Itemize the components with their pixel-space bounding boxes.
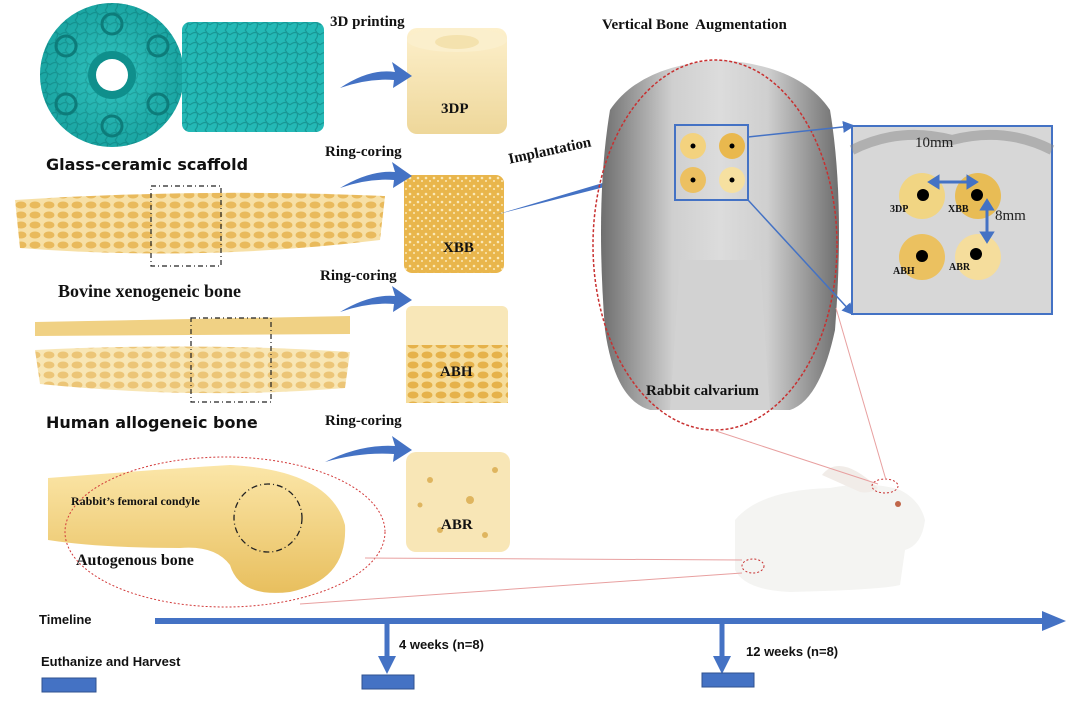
inset-label-3dp: 3DP: [890, 204, 909, 215]
timepoint-4-weeks: 4 weeks (n=8): [399, 637, 484, 652]
connector-lines: [299, 307, 887, 605]
label-human-allogeneic-bone: Human allogeneic bone: [46, 413, 258, 432]
femur-bone: [48, 456, 386, 608]
scaffold-disc: [40, 3, 184, 147]
sample-label-abr: ABR: [441, 517, 473, 533]
bovine-bone-slab: [15, 185, 385, 267]
inset-label-xbb: XBB: [948, 204, 969, 215]
label-ring-coring-1: Ring-coring: [325, 144, 402, 160]
title-vertical-bone-augmentation: Vertical Bone Augmentation: [602, 17, 787, 33]
sample-abh-cylinder: [406, 306, 508, 403]
label-glass-ceramic-scaffold: Glass-ceramic scaffold: [46, 155, 249, 174]
label-3d-printing: 3D printing: [330, 14, 405, 30]
rabbit: [735, 466, 925, 592]
implant-sites: [680, 133, 745, 193]
sample-abr-cylinder: [406, 452, 510, 552]
label-femoral-condyle: Rabbit’s femoral condyle: [71, 494, 200, 508]
sample-label-3dp: 3DP: [441, 101, 469, 117]
timepoint-12-weeks: 12 weeks (n=8): [746, 644, 839, 659]
label-bovine-xenogeneic-bone: Bovine xenogeneic bone: [58, 281, 241, 301]
sample-3dp-cylinder: [407, 28, 507, 134]
legend-swatch: [41, 677, 97, 693]
human-bone-slab: [35, 316, 350, 403]
inset-label-abr: ABR: [949, 262, 971, 273]
legend-euthanize-harvest: Euthanize and Harvest: [41, 654, 181, 669]
dimension-10mm: 10mm: [915, 135, 954, 151]
label-ring-coring-3: Ring-coring: [325, 413, 402, 429]
scaffold-cylinder-side: [182, 22, 324, 132]
label-autogenous-bone: Autogenous bone: [76, 552, 194, 569]
timeline-graphic: [41, 611, 1066, 693]
label-ring-coring-2: Ring-coring: [320, 268, 397, 284]
label-rabbit-calvarium: Rabbit calvarium: [646, 383, 759, 399]
sample-xbb-cylinder: [404, 175, 504, 273]
sample-label-xbb: XBB: [443, 240, 474, 256]
dimension-8mm: 8mm: [995, 208, 1026, 224]
inset-label-abh: ABH: [893, 266, 915, 277]
implant-inset: [849, 125, 1055, 315]
rabbit-skull: [592, 59, 855, 431]
sample-label-abh: ABH: [440, 364, 473, 380]
timeline-label: Timeline: [39, 612, 92, 627]
